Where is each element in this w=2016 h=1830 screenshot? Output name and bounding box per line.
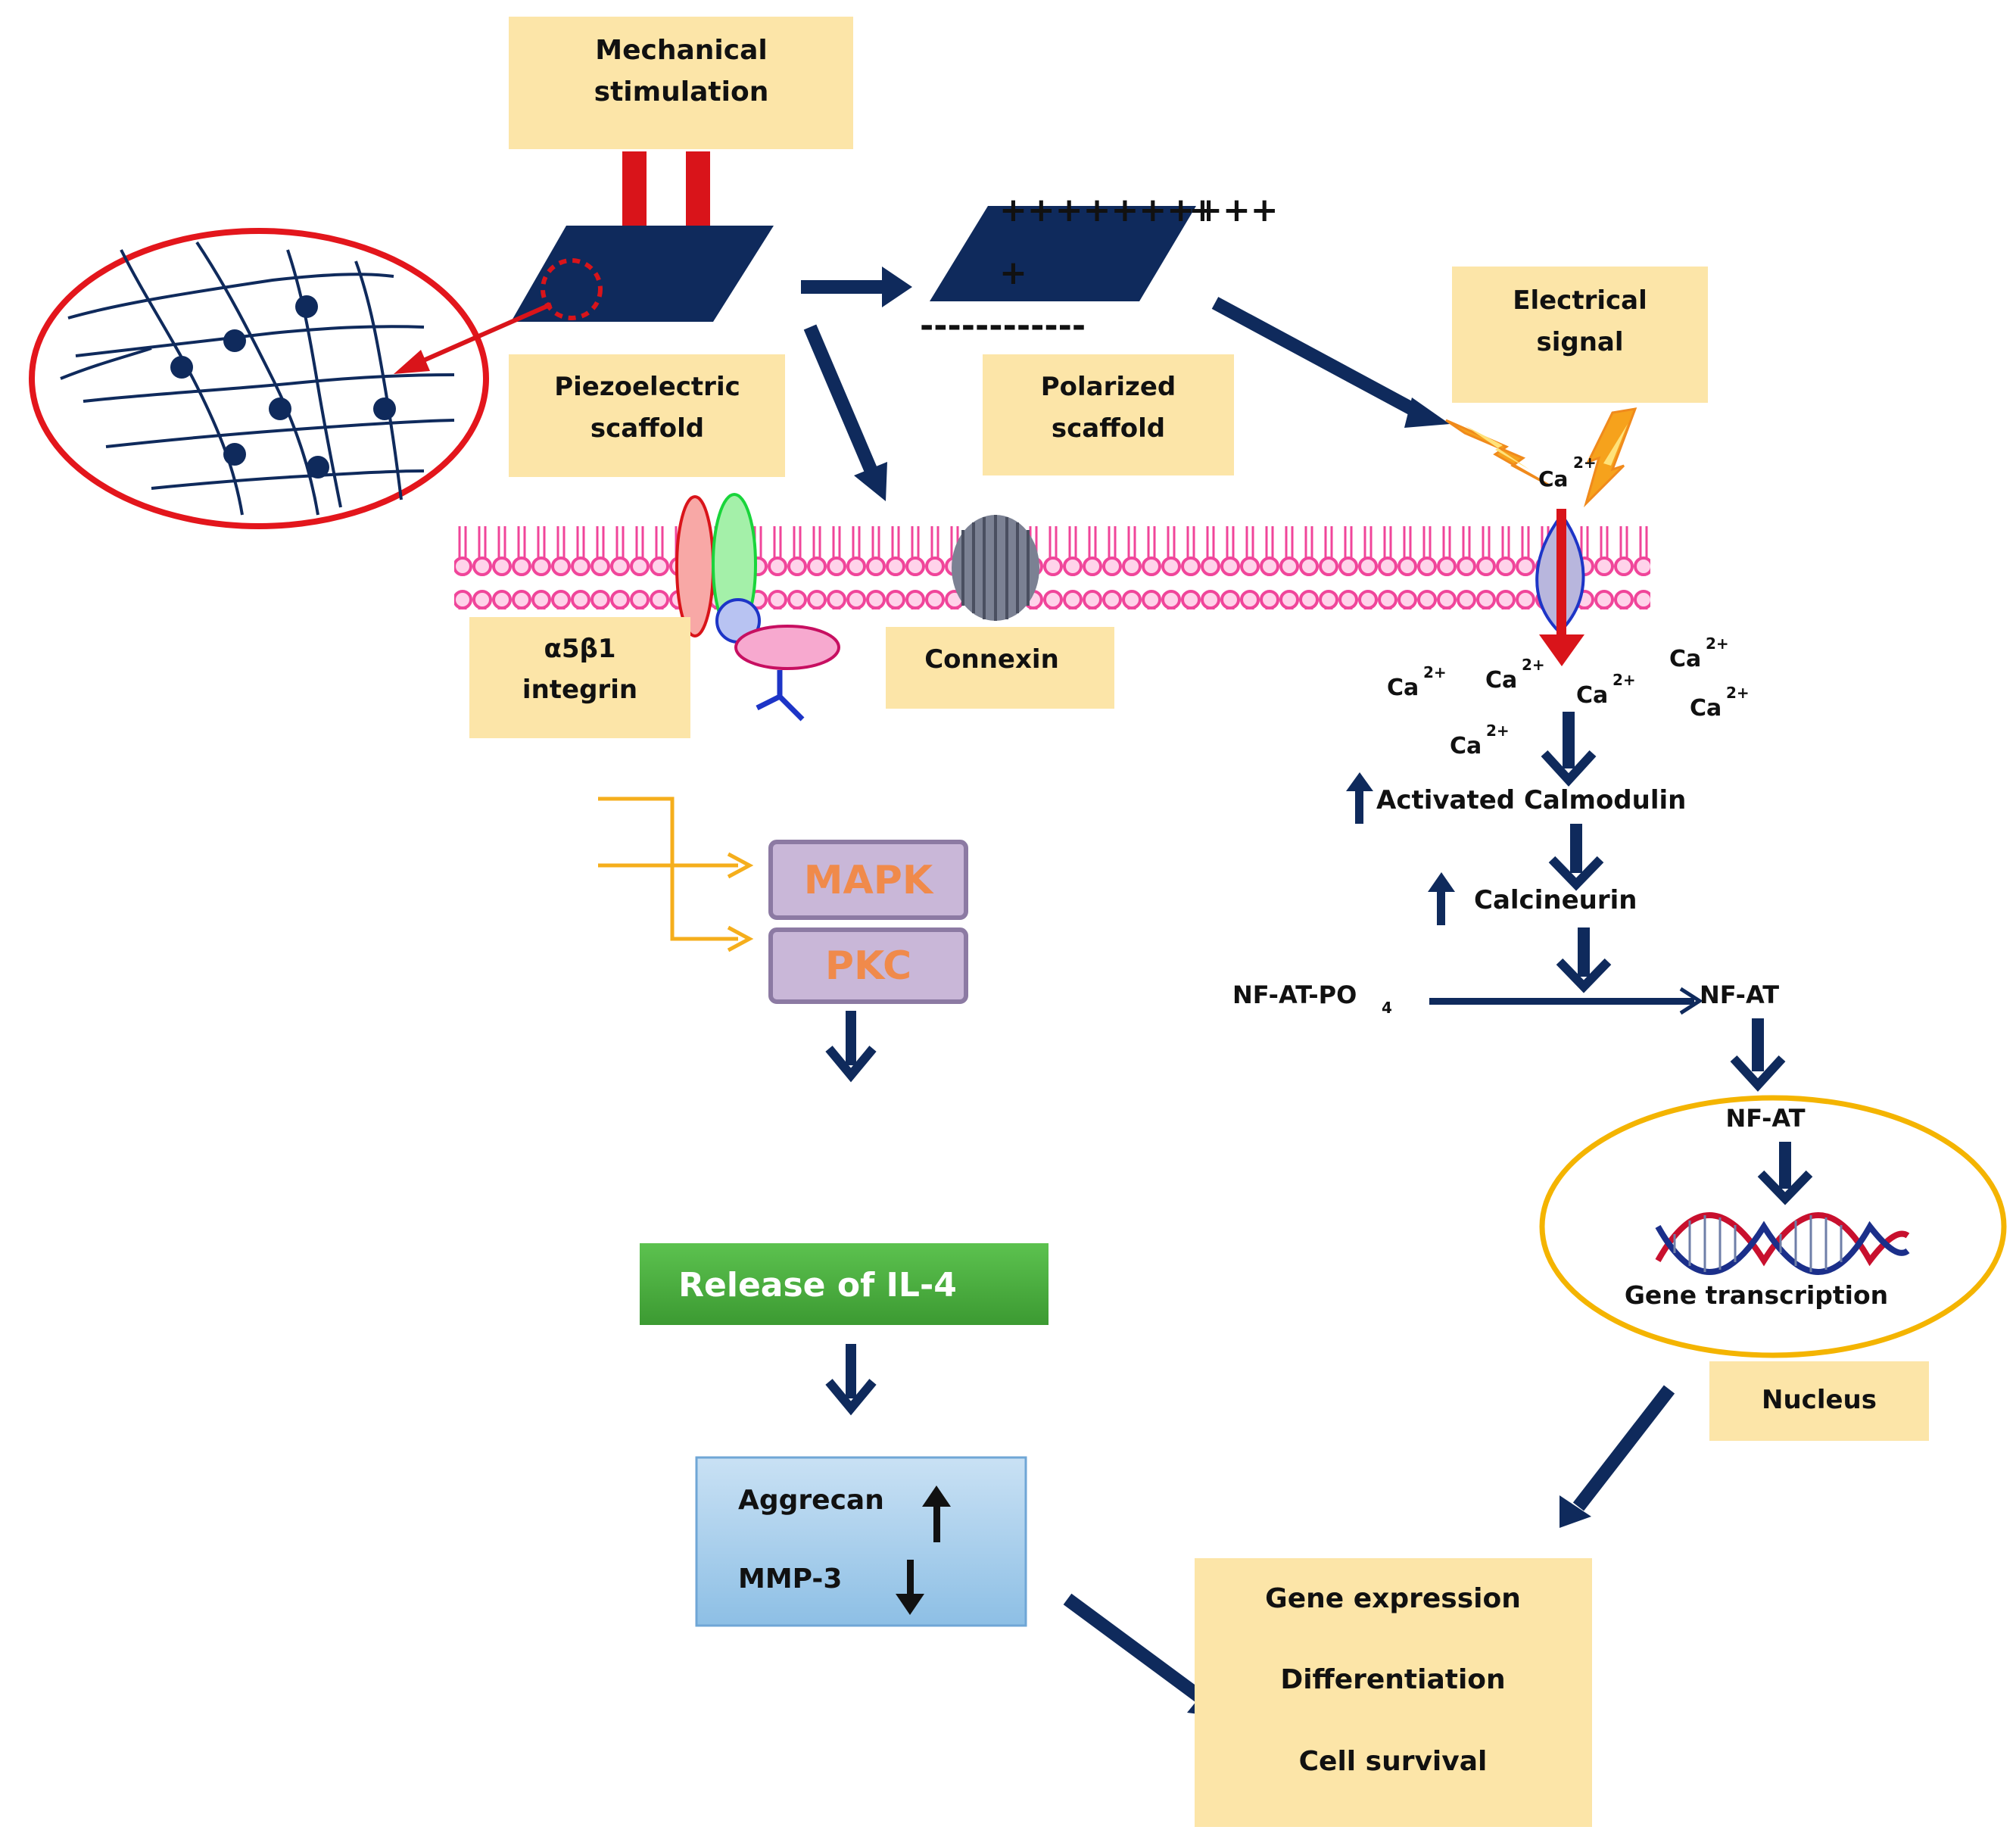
scaffold-zoom-circle [29, 228, 489, 529]
ca-ion-6-charge: 2+ [1486, 722, 1510, 740]
piezoelectric-scaffold-shape [511, 226, 774, 322]
electrical-label-line2: signal [1536, 327, 1623, 357]
calcium-channel [1535, 509, 1585, 666]
dna-helix-icon [1655, 1212, 1910, 1275]
gene-expression-label: Gene expression [1265, 1583, 1521, 1614]
mechanical-label-line1: Mechanical [595, 35, 767, 66]
mmp3-label: MMP-3 [738, 1563, 842, 1595]
positive-charges: ++++++++++ [999, 191, 1279, 229]
gene-transcription-label: Gene transcription [1625, 1280, 1888, 1310]
ca-ion-6: Ca [1450, 733, 1482, 759]
arrow-to-electrical [1211, 297, 1450, 428]
positive-charge-end: + [1189, 191, 1217, 229]
nfat-po4-subscript: 4 [1382, 999, 1392, 1017]
connexin-box: Connexin [886, 627, 1114, 709]
nucleus-box: Nucleus [1709, 1361, 1929, 1441]
negative-charges: ------------ [920, 307, 1086, 345]
calcium-ions: Ca 2+ Ca 2+ Ca 2+ Ca 2+ Ca 2+ Ca 2+ [1387, 634, 1750, 759]
ca-channel-label: Ca [1538, 466, 1568, 491]
arrow-to-polarized [801, 267, 912, 307]
ca-channel-charge: 2+ [1573, 454, 1597, 472]
nucleus-label: Nucleus [1762, 1385, 1877, 1415]
nfat-po4-label: NF-AT-PO [1232, 980, 1357, 1009]
polarized-label-line2: scaffold [1052, 413, 1165, 444]
nucleus-ring [1539, 1095, 2007, 1358]
ca-ion-1-charge: 2+ [1423, 663, 1447, 681]
mapk-box: MAPK [768, 840, 968, 920]
arrow-calmodulin-to-calcineurin [1548, 824, 1604, 891]
ca-ion-3: Ca [1576, 682, 1608, 709]
polarized-scaffold-shape [930, 206, 1196, 301]
aggrecan-up-arrow [922, 1486, 951, 1542]
pkc-box: PKC [768, 927, 968, 1004]
differentiation-label: Differentiation [1280, 1664, 1505, 1695]
pkc-label: PKC [825, 943, 911, 989]
electrical-signal-box: Electrical signal [1452, 267, 1708, 403]
positive-charge-inner: + [999, 254, 1027, 292]
ca-ion-3-charge: 2+ [1612, 671, 1636, 689]
lightning-icons [1445, 407, 1637, 508]
cell-membrane [454, 526, 1650, 609]
connexin-channel [952, 515, 1039, 621]
electrical-label-line1: Electrical [1513, 285, 1647, 316]
piezoelectric-scaffold-box: Piezoelectric scaffold [509, 354, 785, 477]
nfat-label: NF-AT [1700, 980, 1779, 1009]
arrow-to-connexin [803, 324, 887, 501]
integrin-box: α5β1 integrin [469, 617, 690, 738]
piezo-label-line1: Piezoelectric [554, 372, 740, 402]
calmodulin-up-arrow [1346, 772, 1373, 824]
integrin-receptor [675, 493, 840, 722]
nfat-inner-label: NF-AT [1725, 1104, 1805, 1133]
aggrecan-mmp-box: Aggrecan MMP-3 [695, 1456, 1027, 1627]
activated-calmodulin-label: Activated Calmodulin [1376, 785, 1686, 815]
arrow-nfat-to-dna [1757, 1142, 1813, 1205]
release-il4-box: Release of IL-4 [640, 1243, 1049, 1325]
mechanical-stimulation-box: Mechanical stimulation [509, 17, 853, 149]
aggrecan-label: Aggrecan [738, 1485, 884, 1516]
zoom-arrow [394, 302, 553, 374]
ca-ion-2: Ca [1485, 667, 1517, 694]
arrow-pkc-down [825, 1011, 877, 1083]
arrow-calcineurin-down [1556, 927, 1612, 993]
polarized-label-line1: Polarized [1041, 372, 1176, 402]
arrow-dephosphorylation [1429, 987, 1703, 1015]
ca-ion-5-charge: 2+ [1726, 684, 1750, 702]
ca-ion-4: Ca [1669, 646, 1701, 672]
scaffold-zoom-marker [541, 258, 603, 320]
arrow-ca-to-calmodulin [1541, 712, 1597, 787]
integrin-label-line2: integrin [522, 675, 637, 705]
mechanical-label-line2: stimulation [594, 76, 769, 108]
mmp3-down-arrow [896, 1560, 924, 1615]
arrow-to-outcomes-right [1560, 1385, 1675, 1528]
calcineurin-label: Calcineurin [1474, 885, 1637, 915]
ca-ion-2-charge: 2+ [1522, 656, 1545, 674]
cell-survival-label: Cell survival [1299, 1746, 1488, 1777]
ca-ion-5: Ca [1690, 695, 1722, 722]
integrin-label-line1: α5β1 [544, 634, 615, 664]
piezo-label-line2: scaffold [590, 413, 704, 444]
calcineurin-up-arrow [1428, 872, 1455, 925]
kinase-input-arrows [598, 797, 754, 952]
polarized-scaffold-box: Polarized scaffold [983, 354, 1234, 475]
arrow-il4-down [825, 1344, 877, 1416]
mapk-label: MAPK [804, 858, 934, 903]
connexin-label: Connexin [924, 644, 1059, 675]
outcomes-box: Gene expression Differentiation Cell sur… [1195, 1558, 1592, 1827]
ca-ion-4-charge: 2+ [1706, 634, 1729, 653]
arrow-nfat-to-nucleus [1730, 1018, 1786, 1092]
release-il4-label: Release of IL-4 [678, 1266, 957, 1305]
ca-ion-1: Ca [1387, 675, 1419, 701]
